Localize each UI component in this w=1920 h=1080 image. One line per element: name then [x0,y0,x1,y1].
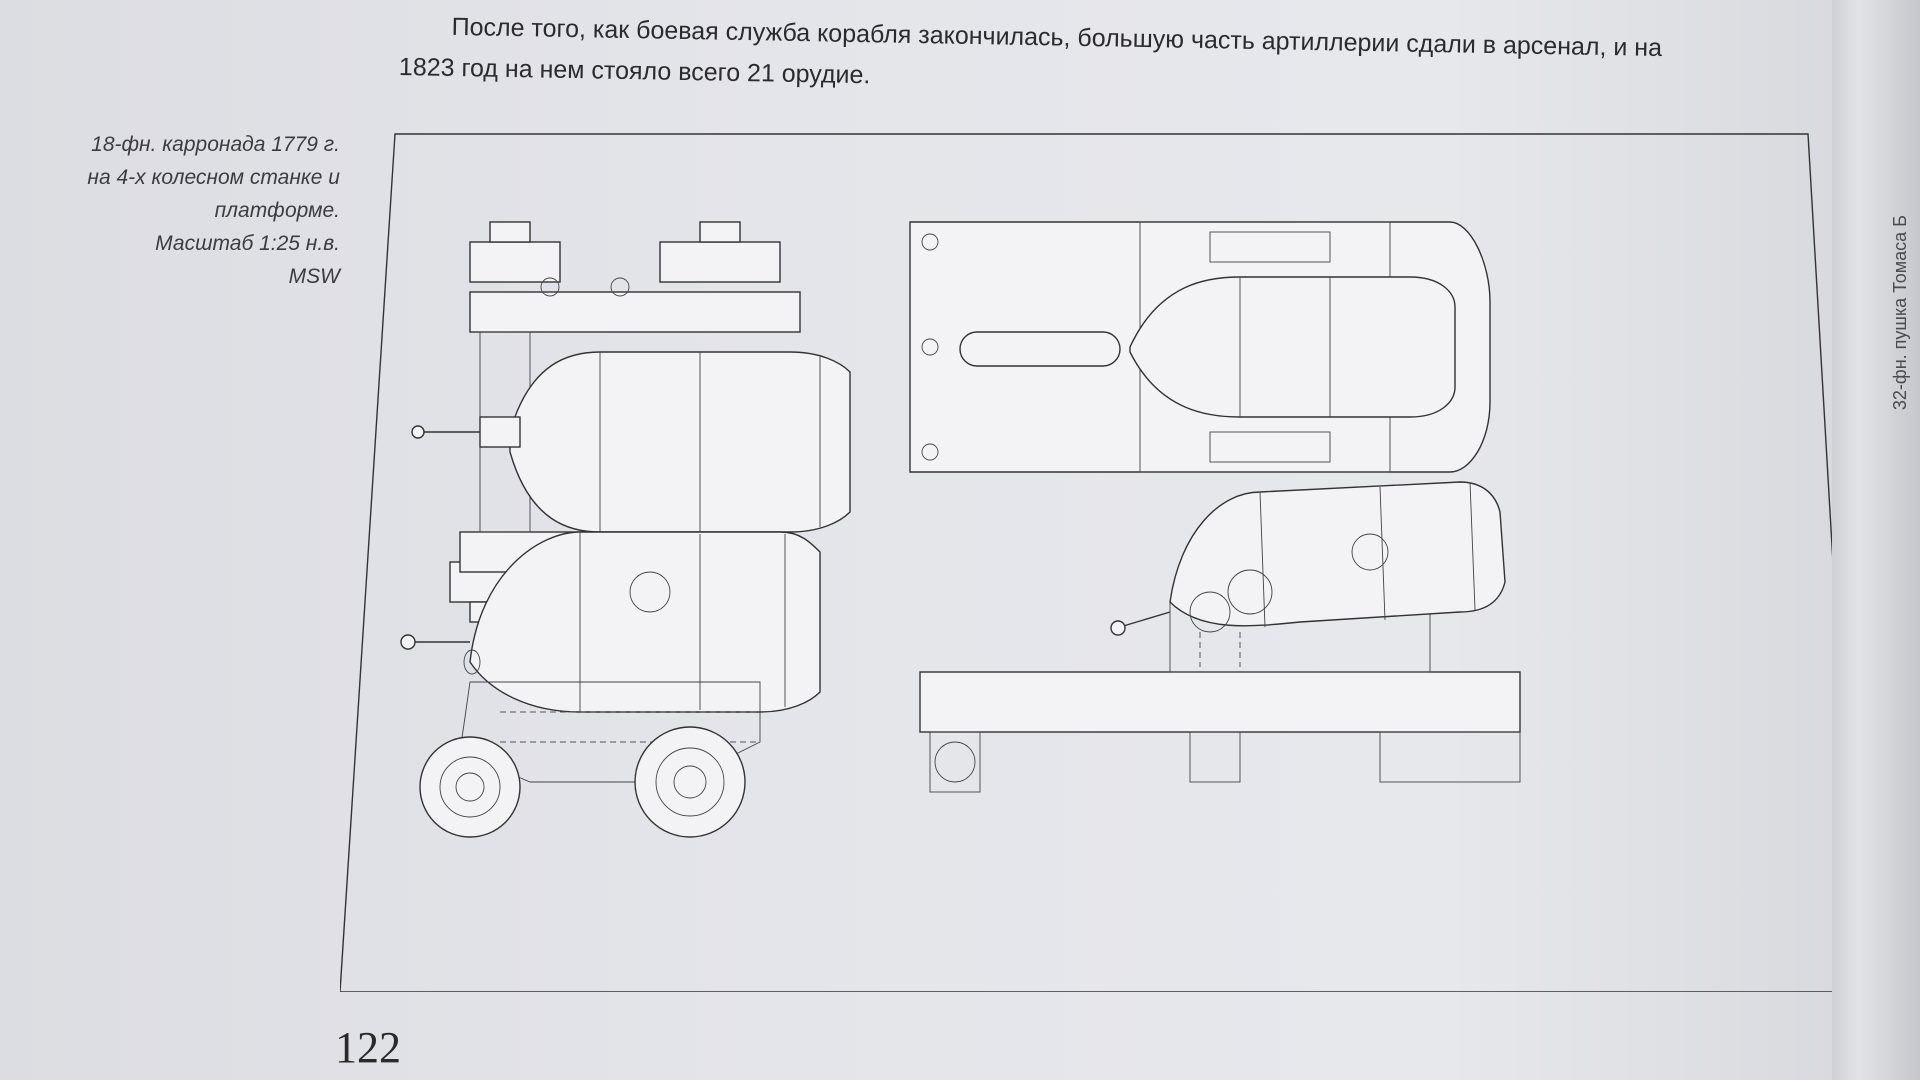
caption-line-2: на 4-х колесном станке и [87,166,340,189]
caption-line-1: 18-фн. карронада 1779 г. [91,133,340,156]
carronade-side-view-icon [400,531,821,838]
body-text: После того, как боевая служба корабля за… [399,6,1800,112]
figure-frame [340,133,1859,992]
carronade-platform-top-view-icon [909,221,1491,473]
caption-line-3: платформе. [214,199,340,222]
figure-caption: 18-фн. карронада 1779 г. на 4-х колесном… [40,128,340,293]
page-number: 122 [335,1023,401,1072]
carronade-platform-side-view-icon [919,481,1521,793]
caption-author: MSW [288,265,340,288]
book-spine: 32-фн. пушка Томаса Б [1832,0,1920,1080]
figure-border [340,133,1859,992]
caption-scale: Масштаб 1:25 н.в. [155,232,340,255]
spine-text: 32-фн. пушка Томаса Б [1890,215,1910,411]
